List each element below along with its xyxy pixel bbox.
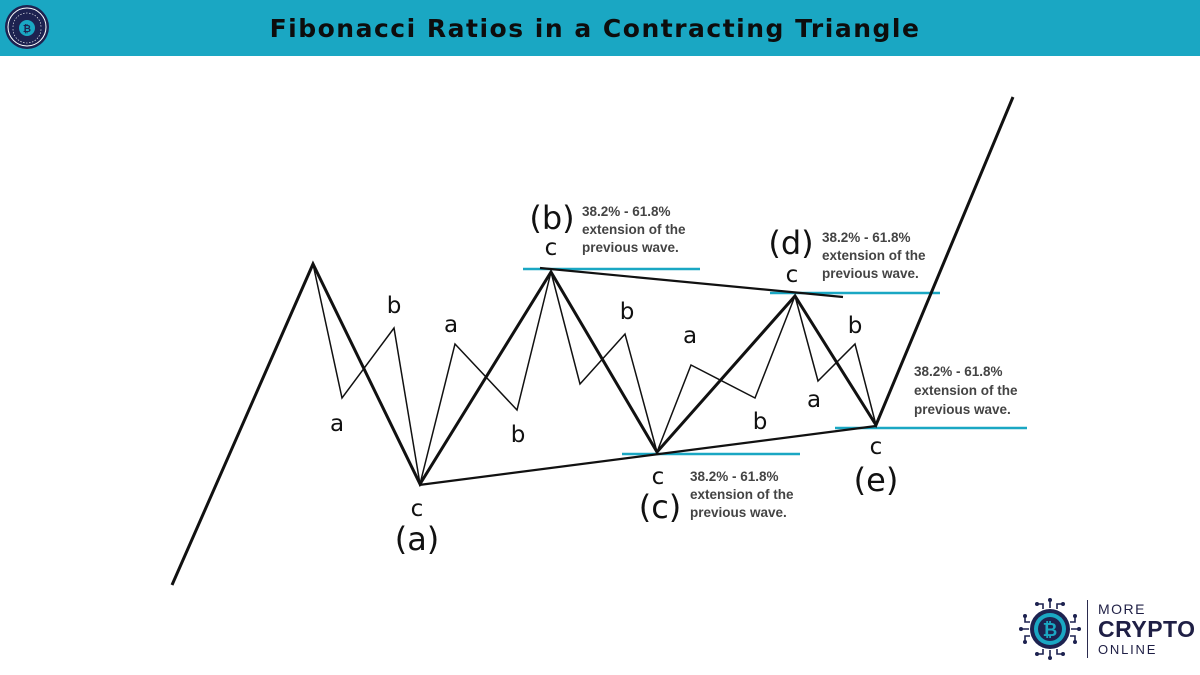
wave-label-c: (c) [639, 488, 682, 526]
annotation-c: 38.2% - 61.8% extension of the previous … [690, 469, 794, 520]
wave-label-b: (b) [529, 199, 574, 237]
sub-wave-d [656, 295, 796, 453]
annotation-c-line2: extension of the [690, 487, 794, 502]
wave-label-e: (e) [854, 461, 899, 499]
label-c4: c [786, 262, 799, 288]
label-c5: c [870, 434, 883, 460]
sub-wave-a [312, 263, 421, 485]
annotation-c-line3: previous wave. [690, 505, 787, 520]
brand-watermark: ₿ MORE CRYPTO ONLINE [1017, 596, 1195, 662]
annotation-d-line2: extension of the [822, 248, 926, 263]
brand-line-crypto: CRYPTO [1098, 616, 1196, 642]
annotation-e: 38.2% - 61.8% extension of the previous … [914, 364, 1018, 417]
label-b3: b [620, 299, 635, 325]
annotation-e-line1: 38.2% - 61.8% [914, 364, 1003, 379]
upper-trendline [539, 266, 844, 299]
bitcoin-circuit-icon: ₿ [1019, 598, 1081, 660]
page-title: Fibonacci Ratios in a Contracting Triang… [269, 14, 921, 43]
annotation-e-line3: previous wave. [914, 402, 1011, 417]
major-wave-labels: (a) (b) (c) (d) (e) [395, 199, 899, 558]
label-a5: a [807, 387, 821, 413]
annotation-e-line2: extension of the [914, 383, 1018, 398]
triangle-boundaries [418, 266, 877, 487]
annotation-b-line3: previous wave. [582, 240, 679, 255]
annotation-d: 38.2% - 61.8% extension of the previous … [822, 230, 926, 281]
annotation-b-line1: 38.2% - 61.8% [582, 204, 671, 219]
header-bar: ₿ Fibonacci Ratios in a Contracting Tria… [0, 0, 1200, 56]
main-wave-path [170, 96, 1015, 586]
brand-line-online: ONLINE [1098, 642, 1158, 657]
label-b2: b [511, 422, 526, 448]
sub-wave-labels: a b c a b c b c a b c a b c [330, 235, 882, 522]
label-c2: c [545, 235, 558, 261]
label-a3: a [683, 323, 697, 349]
svg-text:₿: ₿ [1043, 620, 1058, 641]
brand-line-more: MORE [1098, 601, 1146, 617]
label-b5: b [848, 313, 863, 339]
label-c3: c [652, 464, 665, 490]
svg-text:₿: ₿ [23, 23, 31, 35]
annotation-b: 38.2% - 61.8% extension of the previous … [582, 204, 686, 255]
annotation-d-line3: previous wave. [822, 266, 919, 281]
fib-level-lines [523, 267, 1027, 456]
brand-divider [1087, 600, 1088, 658]
logo-badge-icon: ₿ [5, 5, 49, 49]
label-b1: b [387, 293, 402, 319]
label-c1: c [411, 496, 424, 522]
annotation-c-line1: 38.2% - 61.8% [690, 469, 779, 484]
label-a1: a [330, 411, 344, 437]
wave-label-d: (d) [768, 224, 813, 262]
annotation-b-line2: extension of the [582, 222, 686, 237]
label-b4: b [753, 409, 768, 435]
lower-trendline [418, 424, 877, 487]
label-a2: a [444, 312, 458, 338]
annotation-d-line1: 38.2% - 61.8% [822, 230, 911, 245]
wave-label-a: (a) [395, 520, 440, 558]
